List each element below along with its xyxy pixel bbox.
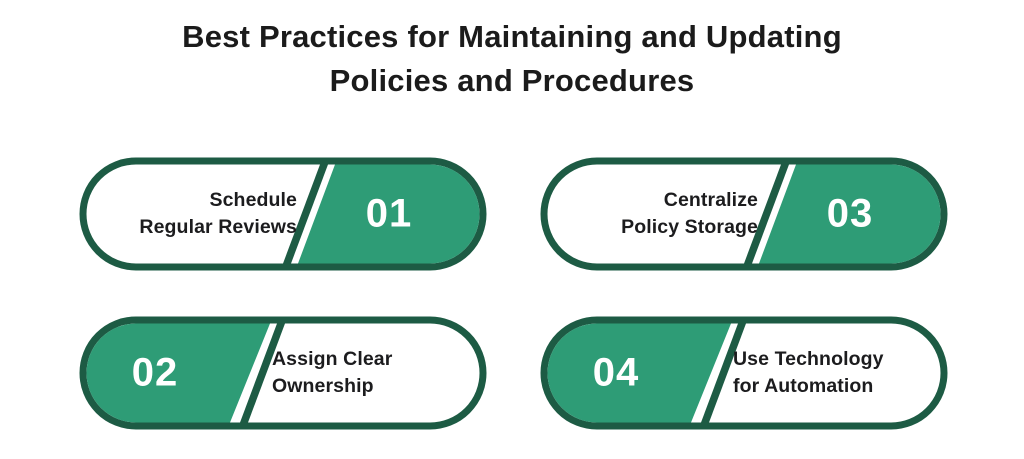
card-number: 03: [826, 191, 874, 236]
card-label-line-2: Ownership: [272, 375, 374, 397]
card-label-line-1: Use Technology: [733, 348, 884, 370]
page-title-line-2: Policies and Procedures: [329, 63, 695, 98]
card-number: 04: [592, 350, 640, 395]
card-label-line-2: Policy Storage: [621, 216, 758, 238]
card-step-01: Schedule Regular Reviews 01: [79, 157, 487, 271]
card-label-line-1: Schedule: [209, 189, 297, 211]
card-label-line-2: Regular Reviews: [139, 216, 297, 238]
card-number: 01: [365, 191, 413, 236]
card-label: Schedule Regular Reviews: [139, 187, 297, 241]
card-step-04: Use Technology for Automation 04: [540, 316, 948, 430]
card-label-line-1: Centralize: [663, 189, 758, 211]
card-step-03: Centralize Policy Storage 03: [540, 157, 948, 271]
pill-shape-icon: [540, 316, 948, 430]
card-label-line-2: for Automation: [733, 375, 874, 397]
card-step-02: Assign Clear Ownership 02: [79, 316, 487, 430]
card-label: Centralize Policy Storage: [621, 187, 758, 241]
page-title-line-1: Best Practices for Maintaining and Updat…: [182, 19, 842, 54]
page-title: Best Practices for Maintaining and Updat…: [0, 15, 1024, 103]
pill-shape-icon: [79, 157, 487, 271]
card-label: Assign Clear Ownership: [272, 346, 392, 400]
card-label-line-1: Assign Clear: [272, 348, 393, 370]
pill-shape-icon: [540, 157, 948, 271]
card-label: Use Technology for Automation: [733, 346, 884, 400]
card-number: 02: [131, 350, 179, 395]
pill-shape-icon: [79, 316, 487, 430]
